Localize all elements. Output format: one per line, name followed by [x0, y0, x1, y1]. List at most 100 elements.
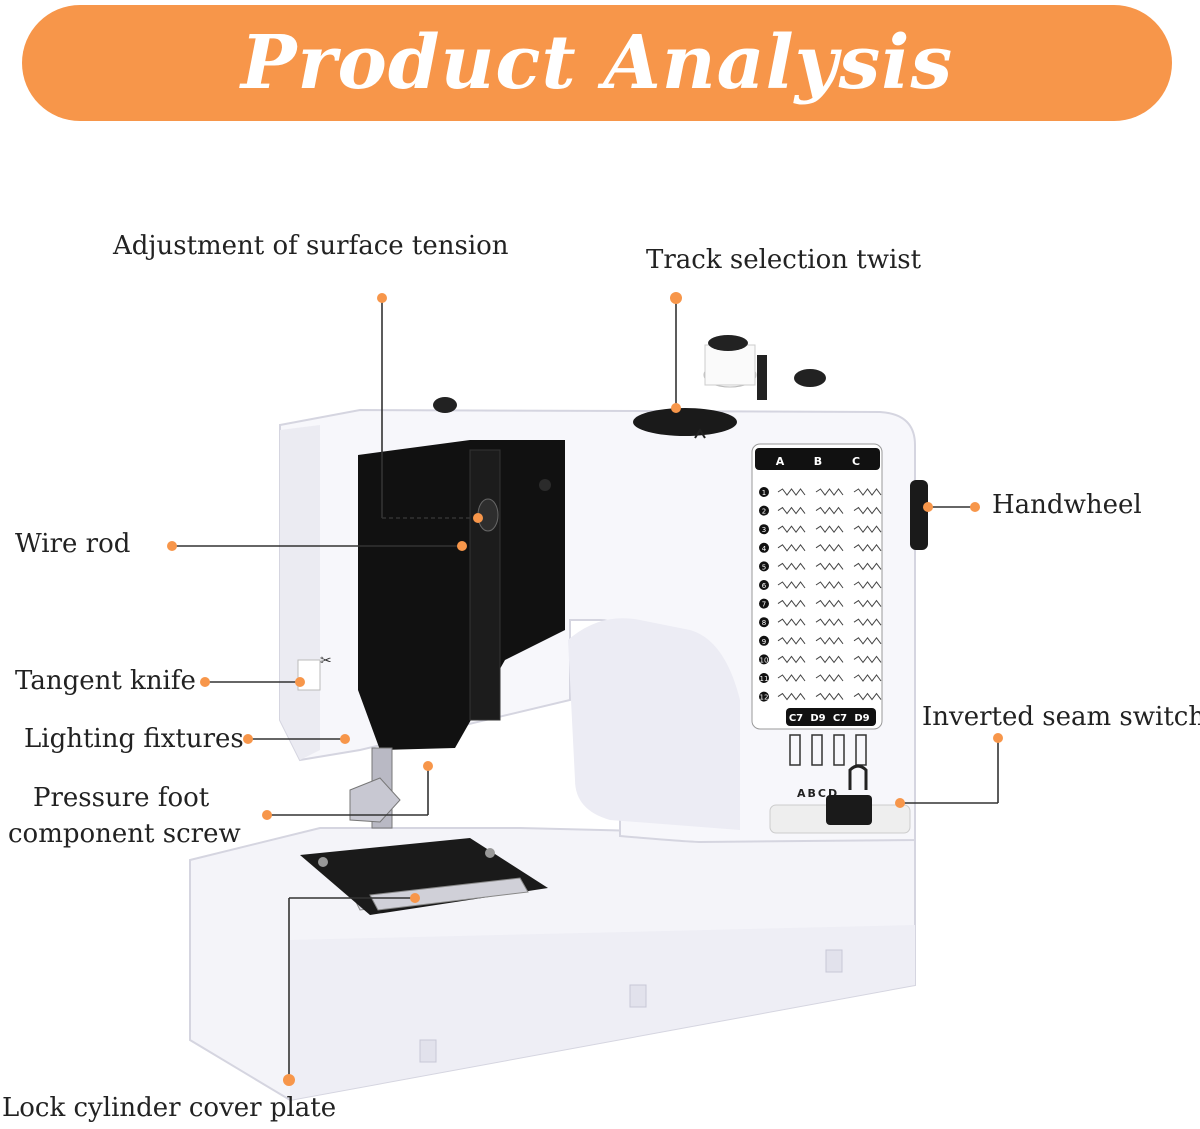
stitch-pattern — [815, 562, 844, 571]
stitch-row-marker — [759, 654, 769, 665]
thread-channel — [469, 449, 501, 721]
base-slot — [419, 1039, 437, 1063]
stitch-pattern — [853, 525, 882, 534]
stitch-column-label: B — [814, 455, 822, 468]
stitch-code-bar — [786, 708, 876, 726]
stitch-pattern — [777, 655, 806, 664]
inverted-seam-switch[interactable] — [826, 795, 872, 825]
spool-cap — [708, 335, 748, 351]
bobbin-cover — [369, 877, 529, 911]
label-tangent-knife: Tangent knife — [15, 666, 196, 696]
callout-dots — [167, 292, 1003, 1086]
label-pressure-foot-line1: Pressure foot — [33, 783, 210, 813]
stitch-pattern — [853, 674, 882, 682]
stitch-pattern — [815, 488, 844, 496]
dial-marker — [694, 428, 706, 439]
stitch-row-number: 8 — [762, 619, 766, 627]
stitch-pattern — [853, 618, 882, 627]
stitch-pattern — [853, 506, 882, 515]
stitch-row-number: 4 — [762, 545, 767, 553]
label-lighting-fixtures: Lighting fixtures — [24, 724, 244, 754]
stitch-pattern — [777, 599, 806, 608]
track-selection-dial — [633, 408, 737, 436]
label-lock-cylinder: Lock cylinder cover plate — [2, 1093, 337, 1123]
spool-pin — [757, 355, 767, 400]
stitch-pattern — [853, 581, 882, 589]
stitch-row-number: 5 — [762, 563, 766, 571]
stitch-pattern — [777, 674, 806, 682]
stitch-row-marker — [759, 691, 769, 702]
head-panel — [358, 440, 565, 750]
stitch-row-number: 11 — [760, 675, 769, 683]
stitch-pattern — [853, 692, 882, 701]
stitch-pattern — [815, 674, 844, 682]
stitch-row-marker — [759, 635, 769, 646]
stitch-row-number: 7 — [762, 601, 766, 609]
stitch-row-number: 6 — [762, 582, 767, 590]
stitch-pattern — [777, 543, 806, 552]
title-banner: Product Analysis — [22, 5, 1172, 121]
stitch-panel-header — [755, 448, 880, 470]
plate-screw — [485, 848, 495, 858]
spool-body — [704, 344, 756, 386]
stitch-pattern — [777, 506, 806, 515]
stitch-row-marker — [759, 580, 769, 590]
stitch-row-marker — [759, 524, 769, 535]
label-pressure-foot-line2: component screw — [8, 819, 241, 849]
stitch-pattern — [777, 488, 806, 496]
stitch-code: D9 — [854, 713, 869, 724]
stitch-pattern — [853, 543, 882, 552]
stitch-row-marker — [759, 505, 769, 516]
stitch-row-marker — [759, 542, 769, 553]
leader-lines — [172, 298, 999, 1080]
stitch-row-marker — [759, 487, 769, 497]
stitch-row-number: 2 — [762, 508, 766, 516]
label-wire-rod: Wire rod — [15, 529, 131, 559]
stitch-code: C7 — [789, 713, 803, 724]
stitch-code: C7 — [833, 713, 847, 724]
stitch-row-number: 9 — [762, 638, 766, 646]
foot-slot — [833, 734, 845, 766]
stitch-pattern — [777, 692, 806, 701]
stitch-row-number: 10 — [760, 656, 769, 664]
handwheel[interactable] — [910, 480, 928, 550]
scissor-icon: ✂ — [320, 653, 332, 669]
machine-arch — [568, 618, 740, 830]
stitch-row-marker — [759, 598, 769, 609]
stitch-panel — [751, 443, 883, 730]
foot-slot — [811, 734, 823, 766]
thread-guide — [433, 397, 457, 413]
label-track-selection: Track selection twist — [646, 245, 922, 275]
stitch-pattern — [777, 618, 806, 627]
label-handwheel: Handwheel — [992, 490, 1142, 520]
stitch-column-label: C — [852, 455, 860, 468]
stitch-row-marker — [759, 617, 769, 628]
stitch-column-label: A — [776, 455, 785, 468]
stitch-row-number: 3 — [762, 526, 766, 534]
stitch-pattern — [853, 655, 882, 664]
stitch-pattern — [815, 655, 844, 664]
label-surface-tension: Adjustment of surface tension — [113, 231, 509, 261]
machine-base-front — [290, 925, 915, 1100]
stitch-pattern — [815, 692, 844, 701]
stitch-pattern — [777, 636, 806, 645]
base-slot — [825, 949, 843, 973]
stitch-pattern — [815, 581, 844, 589]
head-screw — [539, 479, 551, 491]
machine-side — [280, 425, 320, 760]
stitch-pattern — [815, 543, 844, 552]
stitch-pattern — [853, 488, 882, 496]
stitch-pattern — [777, 562, 806, 571]
label-inverted-seam-switch: Inverted seam switch — [922, 702, 1200, 732]
plate-screw — [318, 857, 328, 867]
stitch-pattern — [853, 562, 882, 571]
stitch-code: D9 — [810, 713, 825, 724]
foot-slot — [789, 734, 801, 766]
base-slot — [629, 984, 647, 1008]
stitch-row-number: 12 — [760, 694, 769, 702]
stitch-pattern — [777, 581, 806, 589]
banner-title: Product Analysis — [240, 20, 954, 106]
stitch-pattern — [815, 618, 844, 627]
